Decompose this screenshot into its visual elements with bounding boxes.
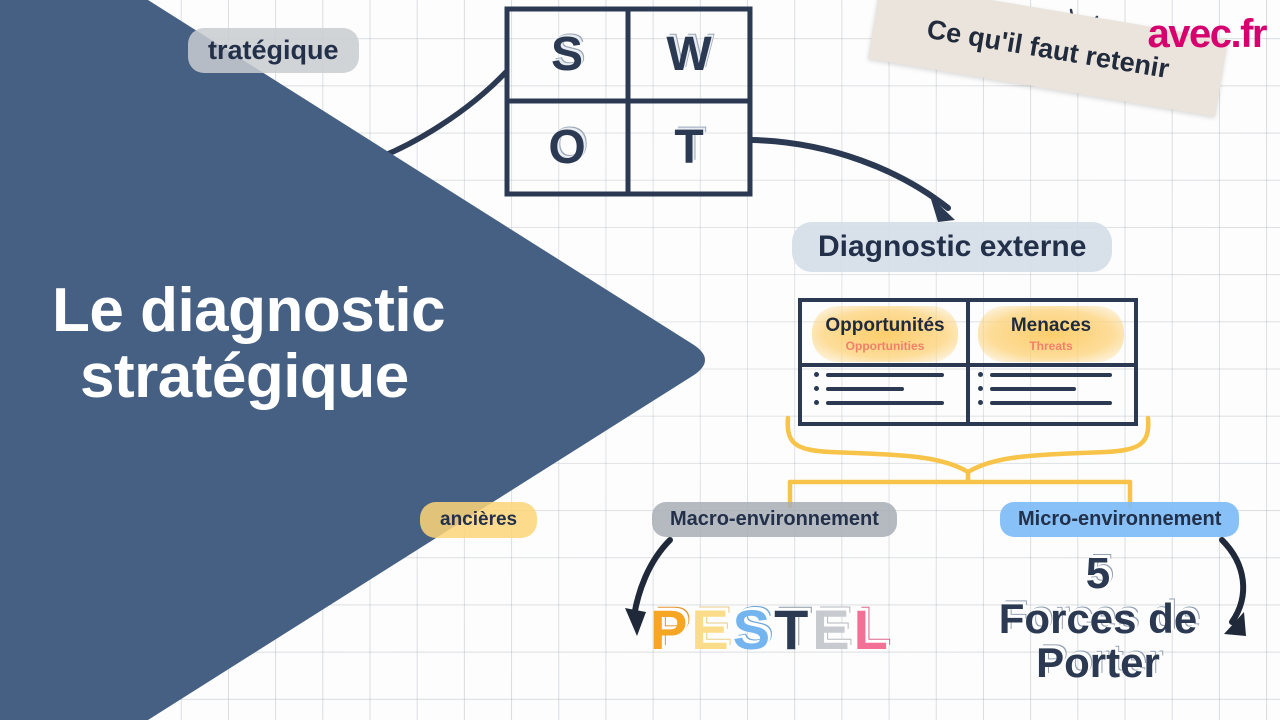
list-item xyxy=(814,400,964,405)
page-title: Le diagnostic stratégique xyxy=(52,278,592,409)
opportunities-threats-table: Opportunités Opportunities Menaces Threa… xyxy=(798,298,1138,426)
hero-panel-shape xyxy=(0,0,705,720)
list-item xyxy=(978,386,1128,391)
label-diagnostic-strategique: tratégique xyxy=(188,28,359,73)
pestel-letter-t: T xyxy=(774,598,809,661)
list-item xyxy=(978,372,1128,377)
page-title-line1: Le diagnostic xyxy=(52,276,446,345)
pestel-letter-e2: E xyxy=(812,598,850,661)
header-fr-menaces: Menaces xyxy=(1010,315,1092,336)
pestel-letter-s: S xyxy=(732,598,771,661)
porter-line1: Forces de xyxy=(998,595,1198,642)
avec-fr-logo: avec.fr xyxy=(1147,12,1268,56)
header-en-opportunities: Opportunities xyxy=(845,339,925,353)
table-header-menaces: Menaces Threats xyxy=(978,306,1124,362)
bullet-dot-icon xyxy=(814,400,819,405)
header-fr-opportunites: Opportunités xyxy=(825,315,945,336)
pestel-letter-p: P xyxy=(650,598,688,661)
swot-cell-strengths: S xyxy=(550,28,583,81)
pestel-letter-e1: E xyxy=(691,598,729,661)
hero-panel: Le diagnostic stratégique xyxy=(0,0,705,720)
list-item xyxy=(814,386,964,391)
swot-matrix: S W O T xyxy=(506,8,750,194)
bullet-dot-icon xyxy=(978,372,983,377)
placeholder-line xyxy=(826,386,904,391)
placeholder-line xyxy=(826,400,944,405)
pestel-acronym: P E S T E L xyxy=(650,602,888,658)
label-macro-environnement: Macro-environnement xyxy=(652,502,897,537)
page-title-line2: stratégique xyxy=(80,341,409,411)
label-financieres: ancières xyxy=(420,502,538,538)
list-item xyxy=(978,400,1128,405)
bullet-list-menaces xyxy=(978,372,1128,414)
bullet-dot-icon xyxy=(978,400,983,405)
bullet-dot-icon xyxy=(814,372,819,377)
placeholder-line xyxy=(990,372,1112,377)
porter-five-forces-title: 5 Forces de Porter xyxy=(958,552,1238,684)
list-item xyxy=(814,372,964,377)
porter-number: 5 xyxy=(1085,549,1111,598)
header-en-threats: Threats xyxy=(1029,339,1073,353)
label-micro-environnement: Micro-environnement xyxy=(1000,502,1240,537)
placeholder-line xyxy=(990,386,1076,391)
swot-cell-weaknesses: W xyxy=(666,28,712,81)
table-header-opportunites: Opportunités Opportunities xyxy=(812,306,958,362)
bullet-dot-icon xyxy=(978,386,983,391)
swot-cell-opportunities: O xyxy=(548,121,586,174)
bullet-list-opportunites xyxy=(814,372,964,414)
placeholder-line xyxy=(990,400,1112,405)
porter-line2: Porter xyxy=(1036,639,1160,686)
pestel-letter-l: L xyxy=(853,598,888,661)
sticky-note-text: Ce qu'il faut retenir xyxy=(924,13,1172,84)
placeholder-line xyxy=(826,372,944,377)
bullet-dot-icon xyxy=(814,386,819,391)
label-diagnostic-externe: Diagnostic externe xyxy=(792,222,1113,272)
swot-cell-threats: T xyxy=(674,121,704,174)
